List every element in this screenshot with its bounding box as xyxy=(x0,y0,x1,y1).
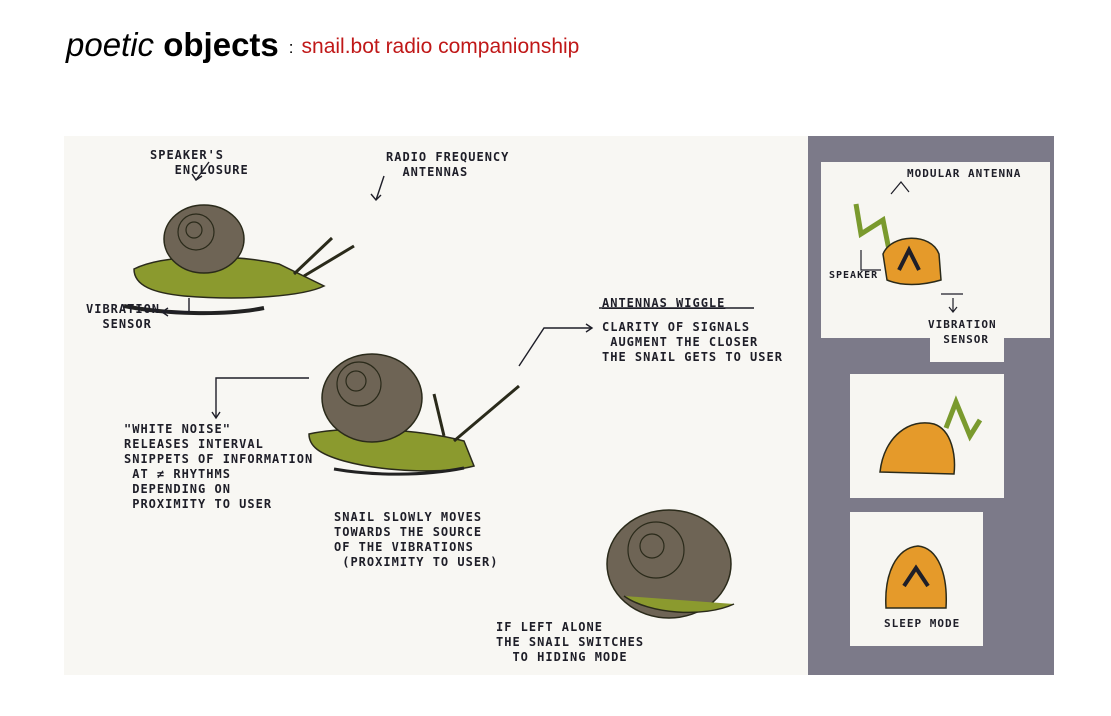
robot-card-profile xyxy=(850,374,1004,498)
title-word-poetic: poetic xyxy=(66,26,155,63)
label-speaker: SPEAKER xyxy=(829,270,879,281)
snail-top-illustration xyxy=(123,204,355,316)
title-word-objects: objects xyxy=(163,26,279,63)
snail-middle-illustration xyxy=(308,353,520,476)
sketch-sheet: SPEAKER'S ENCLOSURE RADIO FREQUENCY ANTE… xyxy=(64,136,810,675)
label-white-noise: "WHITE NOISE" RELEASES INTERVAL SNIPPETS… xyxy=(124,422,314,511)
label-sleep-mode: SLEEP MODE xyxy=(884,617,961,630)
title-subtitle: snail.bot radio companionship xyxy=(301,35,580,58)
label-vibration-sensor-right: VIBRATION SENSOR xyxy=(928,318,997,346)
snail-hiding-illustration xyxy=(606,509,735,619)
robot-card-sleep: SLEEP MODE xyxy=(850,512,983,646)
robot-profile-illustration xyxy=(879,395,983,475)
robot-panel: MODULAR ANTENNA SPEAKER VIBRATION SENSOR… xyxy=(808,136,1054,675)
annotation-arrows xyxy=(160,161,754,420)
robot-card-antenna: MODULAR ANTENNA SPEAKER xyxy=(821,162,1050,338)
robot-sleep-illustration xyxy=(885,545,947,609)
label-left-alone: IF LEFT ALONE THE SNAIL SWITCHES TO HIDI… xyxy=(496,620,645,664)
label-modular-antenna: MODULAR ANTENNA xyxy=(907,167,1022,180)
label-speakers-enclosure: SPEAKER'S ENCLOSURE xyxy=(150,148,249,177)
label-radio-antennas: RADIO FREQUENCY ANTENNAS xyxy=(386,150,510,179)
robot-antenna-illustration xyxy=(853,181,963,313)
label-antennas-wiggle-body: CLARITY OF SIGNALS AUGMENT THE CLOSER TH… xyxy=(602,320,783,364)
page-title: poetic objects: snail.bot radio companion… xyxy=(66,26,579,64)
label-vibration-sensor: VIBRATION SENSOR xyxy=(86,302,161,331)
label-snail-moves: SNAIL SLOWLY MOVES TOWARDS THE SOURCE OF… xyxy=(334,510,499,569)
title-separator: : xyxy=(288,38,294,57)
robot-card-sensor-tab xyxy=(930,332,1004,362)
label-antennas-wiggle-title: ANTENNAS WIGGLE xyxy=(602,296,726,310)
sketch-drawings xyxy=(123,161,754,619)
